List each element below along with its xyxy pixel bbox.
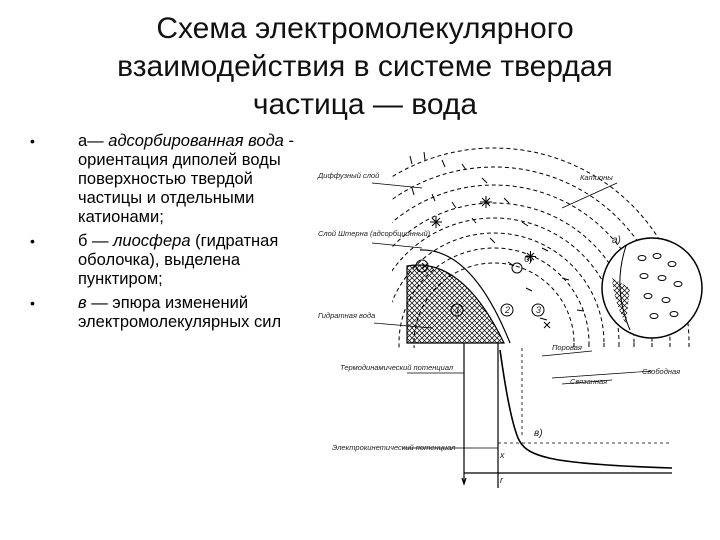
- leader-lines: [371, 182, 653, 449]
- bullet-term: лиосфера: [113, 232, 191, 250]
- detail-circle-a: [601, 237, 703, 339]
- mark-3: 3: [536, 305, 541, 315]
- bullet-text: - ориентация диполей воды поверхностью т…: [78, 132, 294, 226]
- mark-1: 1: [455, 305, 460, 315]
- potential-curve: [499, 349, 673, 469]
- pore-water-label: Поровая: [552, 343, 582, 352]
- thermodynamic-potential-label: Термодинамический потенциал: [340, 363, 454, 372]
- slide-title: Схема электромолекулярного взаимодействи…: [60, 10, 670, 124]
- bound-water-label: Связанная: [570, 377, 607, 386]
- particle-water-diagram: Диффузный слой Катионы Слой Штерна (адсо…: [312, 138, 712, 496]
- axis-x-label: x: [499, 450, 505, 460]
- bullet-term: адсорбированная вода: [108, 132, 284, 150]
- bullet-text: (гидратная оболочка), выделена пунктиром…: [78, 232, 279, 288]
- bullet-item: в — эпюра изменений электромолекулярных …: [30, 294, 320, 332]
- ion-circles: [415, 259, 545, 317]
- free-water-label: Свободная: [642, 367, 680, 376]
- bullet-item: а— адсорбированная вода - ориентация дип…: [30, 132, 320, 227]
- title-line-1: Схема электромолекулярного: [156, 12, 574, 45]
- adsorbed-layer-boundary: [419, 249, 511, 344]
- mark-2: 2: [504, 305, 510, 315]
- dashed-guides: [498, 348, 672, 444]
- stern-layer-label: Слой Штерна (адсорбционный): [318, 229, 431, 238]
- bullet-marker: б —: [78, 232, 114, 250]
- mark-a: а): [612, 235, 621, 246]
- lyosphere-arcs: [392, 147, 690, 348]
- diffuse-layer-label: Диффузный слой: [317, 171, 380, 180]
- cations-label: Катионы: [580, 173, 613, 182]
- cation-stars: [421, 196, 551, 329]
- mark-v: в): [534, 428, 543, 439]
- hydration-water-label: Гидратная вода: [318, 311, 375, 320]
- bullet-marker: а—: [78, 132, 109, 150]
- electrokinetic-potential-label: Электрокинетический потенциал: [332, 443, 456, 452]
- bullet-text: — эпюра изменений электромолекулярных си…: [78, 294, 282, 331]
- bullet-item: б — лиосфера (гидратная оболочка), выдел…: [30, 232, 320, 289]
- bullet-list: а— адсорбированная вода - ориентация дип…: [30, 132, 320, 337]
- bullet-marker: в: [78, 294, 87, 312]
- water-dipoles: [409, 151, 585, 321]
- axis-r-label: r: [500, 475, 504, 485]
- title-line-2: взаимодействия в системе твердая: [117, 50, 613, 83]
- diagram-axes: [461, 343, 672, 488]
- title-line-3: частица — вода: [252, 88, 478, 121]
- mark-b: б): [524, 253, 533, 265]
